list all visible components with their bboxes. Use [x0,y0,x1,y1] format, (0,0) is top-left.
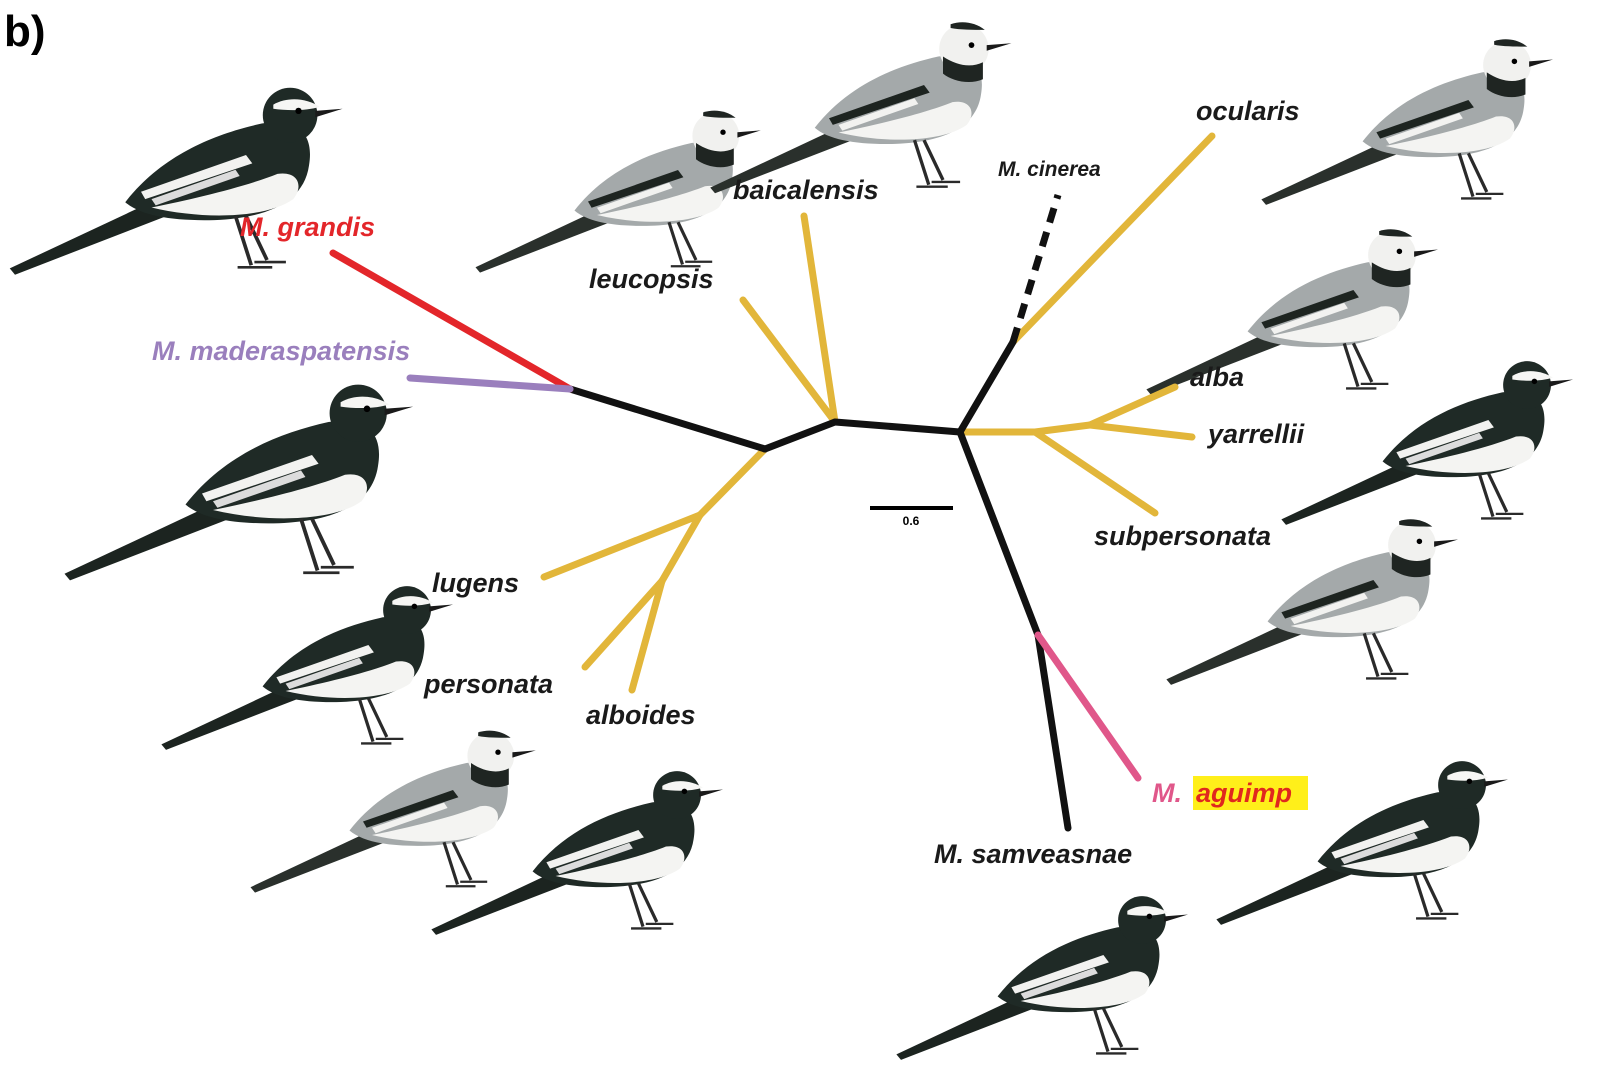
wagtail-maderaspatensis-illustration [62,382,416,583]
wagtail-yarrellii-illustration [1279,359,1575,527]
alba-group-branches [540,132,1216,694]
taxon-label-grandis: M. grandis [240,212,375,242]
wagtail-grandis-illustration [7,85,345,277]
wagtail-baicalensis-illustration [708,20,1014,195]
panel-label: b) [4,7,46,56]
taxon-label-alboides: alboides [586,700,696,730]
wagtail-samveasnae-illustration [894,894,1190,1062]
taxon-label-subpersonata: subpersonata [1094,521,1271,551]
wagtail-lugens-illustration [159,584,455,752]
taxon-label-lugens: lugens [432,568,519,598]
cinerea-dashed-branch [1009,193,1062,344]
backbone-branches [566,193,1072,832]
wagtail-personata-illustration [248,729,538,895]
scale-label: 0.6 [903,514,920,528]
aguimp-branch [1034,631,1142,782]
wagtail-ocularis-illustration [1259,37,1555,207]
taxon-label-leucopsis: leucopsis [589,264,714,294]
taxon-label-aguimp: aguimp [1196,778,1292,808]
taxon-label-maderaspatensis: M. maderaspatensis [152,336,410,366]
grandis-branch [329,249,574,393]
taxon-label-personata: personata [423,669,553,699]
taxon-label-samveasnae: M. samveasnae [934,839,1132,869]
taxon-label-baicalensis: baicalensis [733,175,879,205]
taxon-label-alba: alba [1190,362,1244,392]
maderaspatensis-branch [406,374,574,393]
taxon-label-aguimp-prefix: M. [1152,778,1182,808]
taxon-label-cinerea: M. cinerea [998,158,1101,181]
taxon-label-yarrellii: yarrellii [1206,419,1305,449]
taxon-label-ocularis: ocularis [1196,96,1300,126]
aguimp-highlight [1193,776,1308,810]
